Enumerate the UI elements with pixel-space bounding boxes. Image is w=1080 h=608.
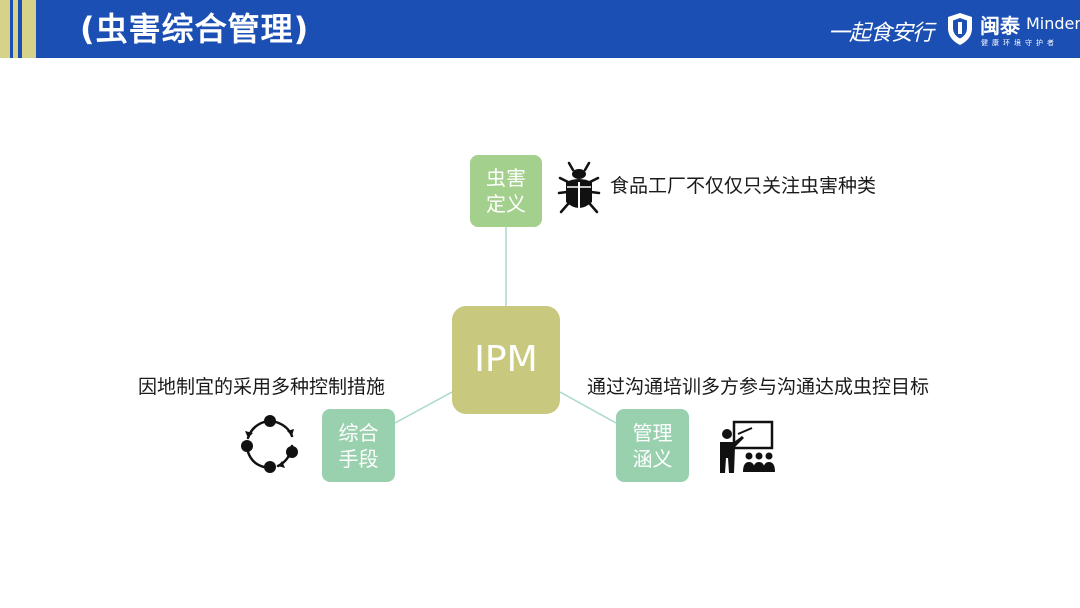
node-integrated: 综合 手段 (322, 409, 395, 482)
node-management: 管理 涵义 (616, 409, 689, 482)
cycle-icon (241, 415, 298, 473)
node-ipm-label: IPM (474, 339, 538, 380)
teacher-icon (720, 420, 775, 473)
connector-line (559, 391, 617, 424)
header-bar: (虫害综合管理) 一起食安行 闽泰 Minder 健康环境守护者 (0, 0, 1080, 58)
management-description: 通过沟通培训多方参与沟通达成虫控目标 (587, 376, 930, 398)
brand-name: 闽泰 (980, 14, 1020, 38)
brand-name-en: Minder (1026, 14, 1080, 33)
node-ipm-center: IPM (452, 306, 560, 414)
integrated-description: 因地制宜的采用多种控制措施 (138, 376, 386, 398)
beetle-icon (557, 161, 601, 214)
node-integrated-label: 综合 手段 (338, 420, 379, 471)
node-definition: 虫害 定义 (470, 155, 542, 227)
brand-tagline: 健康环境守护者 (981, 39, 1058, 47)
header-stripe (13, 0, 18, 58)
node-management-label: 管理 涵义 (632, 420, 673, 471)
node-definition-label: 虫害 定义 (486, 166, 526, 216)
page-title: (虫害综合管理) (80, 10, 310, 48)
header-stripe (22, 0, 36, 58)
header-stripe (0, 0, 10, 58)
slogan-text: 一起食安行 (828, 21, 934, 46)
connector-line (394, 391, 453, 424)
definition-description: 食品工厂不仅仅只关注虫害种类 (610, 175, 877, 197)
shield-logo-icon (948, 13, 972, 45)
